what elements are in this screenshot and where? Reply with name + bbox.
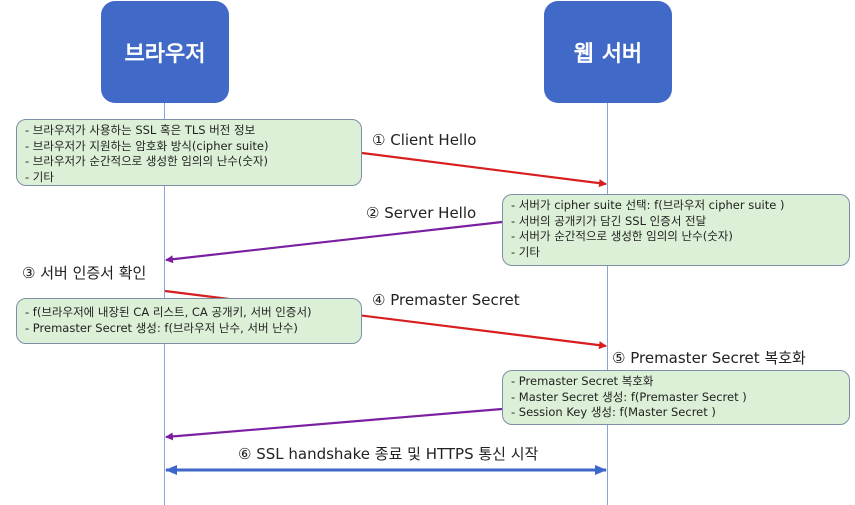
server-hello-arrow: [165, 220, 503, 264]
cert-verify-note: - f(브라우저에 내장된 CA 리스트, CA 공개키, 서버 인증서) - …: [16, 298, 362, 344]
note-line: - Session Key 생성: f(Master Secret ): [511, 405, 716, 419]
server-hello-note: - 서버가 cipher suite 선택: f(브라우저 cipher sui…: [502, 194, 850, 266]
step-2-label: ② Server Hello: [366, 204, 477, 222]
step-5-label: ⑤ Premaster Secret 복호화: [612, 349, 806, 367]
browser-actor-box: 브라우저: [101, 1, 229, 103]
note-line: - 서버가 순간적으로 생성한 임의의 난수(숫자): [511, 229, 733, 243]
note-line: - 기타: [25, 169, 54, 184]
client-hello-note: - 브라우저가 사용하는 SSL 혹은 TLS 버전 정보 - 브라우저가 지원…: [16, 119, 362, 186]
note-line: - 브라우저가 사용하는 SSL 혹은 TLS 버전 정보: [25, 123, 256, 137]
step-6-label: ⑥ SSL handshake 종료 및 HTTPS 통신 시작: [238, 445, 539, 463]
server-actor-box: 웹 서버: [544, 1, 672, 103]
client-hello-arrow: [361, 151, 607, 188]
note-line: - Premaster Secret 생성: f(브라우저 난수, 서버 난수): [25, 320, 298, 335]
note-line: - 기타: [511, 244, 540, 259]
step-4-label: ④ Premaster Secret: [372, 291, 520, 309]
step-3-label: ③ 서버 인증서 확인: [22, 264, 147, 282]
browser-actor-label: 브라우저: [124, 42, 206, 67]
note-line: - Master Secret 생성: f(Premaster Secret ): [511, 389, 747, 404]
server-actor-label: 웹 서버: [573, 42, 643, 67]
note-line: - 브라우저가 순간적으로 생성한 임의의 난수(숫자): [25, 154, 268, 168]
note-line: - 서버가 cipher suite 선택: f(브라우저 cipher sui…: [511, 198, 785, 212]
note-line: - 브라우저가 지원하는 암호화 방식(cipher suite): [25, 138, 269, 153]
finished-arrow: [165, 407, 503, 441]
note-line: - Premaster Secret 복호화: [511, 374, 654, 388]
note-line: - 서버의 공개키가 담긴 SSL 인증서 전달: [511, 213, 707, 228]
server-lifeline: [607, 103, 608, 505]
note-line: - f(브라우저에 내장된 CA 리스트, CA 공개키, 서버 인증서): [25, 305, 312, 319]
step-1-label: ① Client Hello: [372, 131, 477, 149]
decrypt-note: - Premaster Secret 복호화 - Master Secret 생…: [502, 370, 850, 425]
